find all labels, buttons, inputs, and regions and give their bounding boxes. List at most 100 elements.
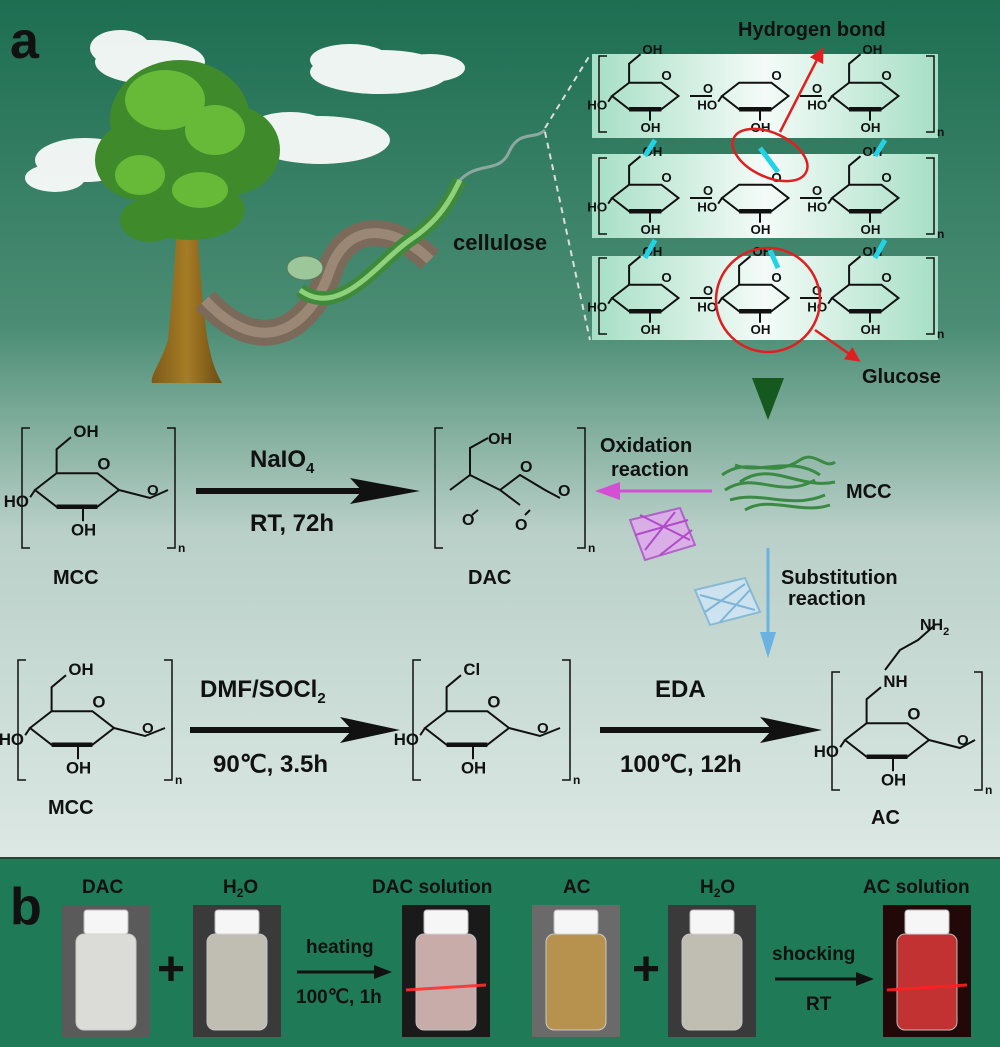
glycosidic-oxygen: O bbox=[703, 81, 713, 96]
glycosidic-bond bbox=[508, 727, 561, 738]
vial-cap bbox=[553, 909, 599, 935]
ring-oxygen: O bbox=[771, 270, 781, 285]
h2o-vial-2-label: H2O bbox=[700, 877, 735, 900]
oh-label: OH bbox=[751, 222, 771, 237]
right-bracket bbox=[562, 659, 571, 781]
repeat-n: n bbox=[937, 227, 944, 241]
repeat-n: n bbox=[588, 541, 595, 555]
dac-ring-oxygen: O bbox=[520, 459, 532, 476]
reaction1-reactant-label: MCC bbox=[53, 567, 99, 589]
glycosidic-oxygen: O bbox=[537, 720, 549, 737]
reaction1-reagent: NaIO4 bbox=[250, 446, 315, 477]
ho-bond bbox=[607, 297, 613, 305]
dac-solution-label: DAC solution bbox=[372, 877, 492, 898]
ch2-substituent: OH bbox=[73, 422, 98, 441]
ring-oxygen: O bbox=[881, 68, 891, 83]
panel-b-background bbox=[0, 858, 1000, 1047]
repeat-n: n bbox=[178, 541, 185, 555]
ch2-bond bbox=[848, 53, 862, 83]
glycosidic-oxygen: O bbox=[142, 720, 154, 737]
ch2-bond bbox=[628, 53, 642, 83]
ch2-bond bbox=[50, 674, 67, 712]
ho-bond bbox=[607, 95, 613, 103]
left-bracket bbox=[17, 659, 26, 781]
dac-aldehyde-o1: O bbox=[462, 512, 474, 529]
glycosidic-oxygen: O bbox=[957, 732, 969, 749]
heating-conditions: 100℃, 1h bbox=[296, 987, 382, 1008]
shocking-conditions: RT bbox=[806, 994, 832, 1015]
vial-body bbox=[681, 933, 743, 1031]
chain-box-3 bbox=[592, 256, 938, 340]
shocking-arrowhead-icon bbox=[856, 972, 874, 986]
left-bracket bbox=[598, 55, 607, 133]
h2o-vial-2 bbox=[668, 905, 756, 1037]
ch2-bond bbox=[55, 436, 72, 474]
ethylene-diamine-chain bbox=[884, 624, 936, 671]
ho-label: HO bbox=[0, 730, 24, 749]
left-bracket bbox=[598, 257, 607, 335]
oh-label: OH bbox=[861, 322, 881, 337]
ho-label: HO bbox=[697, 97, 717, 112]
ho-label: HO bbox=[814, 742, 839, 761]
right-bracket bbox=[926, 257, 935, 335]
mcc-label: MCC bbox=[846, 481, 892, 503]
right-bracket bbox=[164, 659, 173, 781]
panel-a-label: a bbox=[10, 12, 40, 70]
ring-oxygen: O bbox=[97, 455, 110, 474]
cellulose-label: cellulose bbox=[453, 230, 547, 255]
ho-label: HO bbox=[587, 97, 607, 112]
hydrogen-bond-line bbox=[642, 138, 658, 158]
chain-box-2 bbox=[592, 154, 938, 238]
glycosidic-oxygen: O bbox=[812, 283, 822, 298]
ch2-substituent: OH bbox=[862, 42, 882, 57]
ring-oxygen: O bbox=[881, 270, 891, 285]
vial-body bbox=[206, 933, 268, 1031]
substitution-arrowhead-icon bbox=[760, 632, 776, 658]
ho-bond bbox=[29, 489, 36, 498]
ch2-substituent: NH bbox=[883, 672, 907, 691]
vial-body bbox=[896, 933, 958, 1031]
oh-label: OH bbox=[641, 120, 661, 135]
hydrogen-bond-line bbox=[872, 138, 888, 158]
ho-bond bbox=[839, 739, 846, 748]
glucose-annotation bbox=[714, 246, 861, 362]
glycosidic-oxygen: O bbox=[812, 183, 822, 198]
h2o-vial-1-label: H2O bbox=[223, 877, 258, 900]
dac-crystal-illustration bbox=[628, 506, 697, 562]
right-bracket bbox=[167, 427, 176, 549]
ch2-bond bbox=[445, 674, 462, 712]
ch2-substituent: OH bbox=[642, 42, 662, 57]
dac-solution-vial bbox=[402, 905, 490, 1037]
ring-oxygen: O bbox=[661, 68, 671, 83]
glycosidic-oxygen: O bbox=[703, 283, 713, 298]
dac-vial-label: DAC bbox=[82, 877, 123, 898]
cellulose-fiber-illustration bbox=[195, 54, 591, 346]
glycosidic-bond bbox=[928, 739, 976, 750]
hydrogen-bond-label: Hydrogen bond bbox=[738, 19, 886, 41]
ho-label: HO bbox=[807, 199, 827, 214]
plus-sign-1: + bbox=[157, 943, 185, 996]
repeat-n: n bbox=[937, 327, 944, 341]
panel-b-label: b bbox=[10, 878, 42, 936]
ring-oxygen: O bbox=[661, 270, 671, 285]
oh-label: OH bbox=[861, 120, 881, 135]
substitution-label-2: reaction bbox=[788, 588, 866, 610]
heating-label: heating bbox=[306, 937, 374, 958]
down-arrow-icon bbox=[752, 378, 784, 420]
hydrogen-bond-line bbox=[642, 238, 658, 260]
ho-label: HO bbox=[4, 492, 29, 511]
right-bracket bbox=[926, 157, 935, 235]
dac-glycosidic-oxygen: O bbox=[558, 483, 570, 500]
vial-cap bbox=[423, 909, 469, 935]
dac-aldehyde-bonds bbox=[471, 509, 531, 516]
oxidation-label: Oxidation bbox=[600, 435, 692, 457]
reaction2-reagent-2: EDA bbox=[655, 676, 706, 703]
ac-crystal-illustration bbox=[693, 576, 762, 627]
ch2-bond bbox=[628, 255, 642, 285]
dac-backbone bbox=[449, 437, 489, 491]
shocking-label: shocking bbox=[772, 944, 855, 965]
ho-bond bbox=[607, 197, 613, 205]
glycosidic-oxygen: O bbox=[147, 482, 159, 499]
